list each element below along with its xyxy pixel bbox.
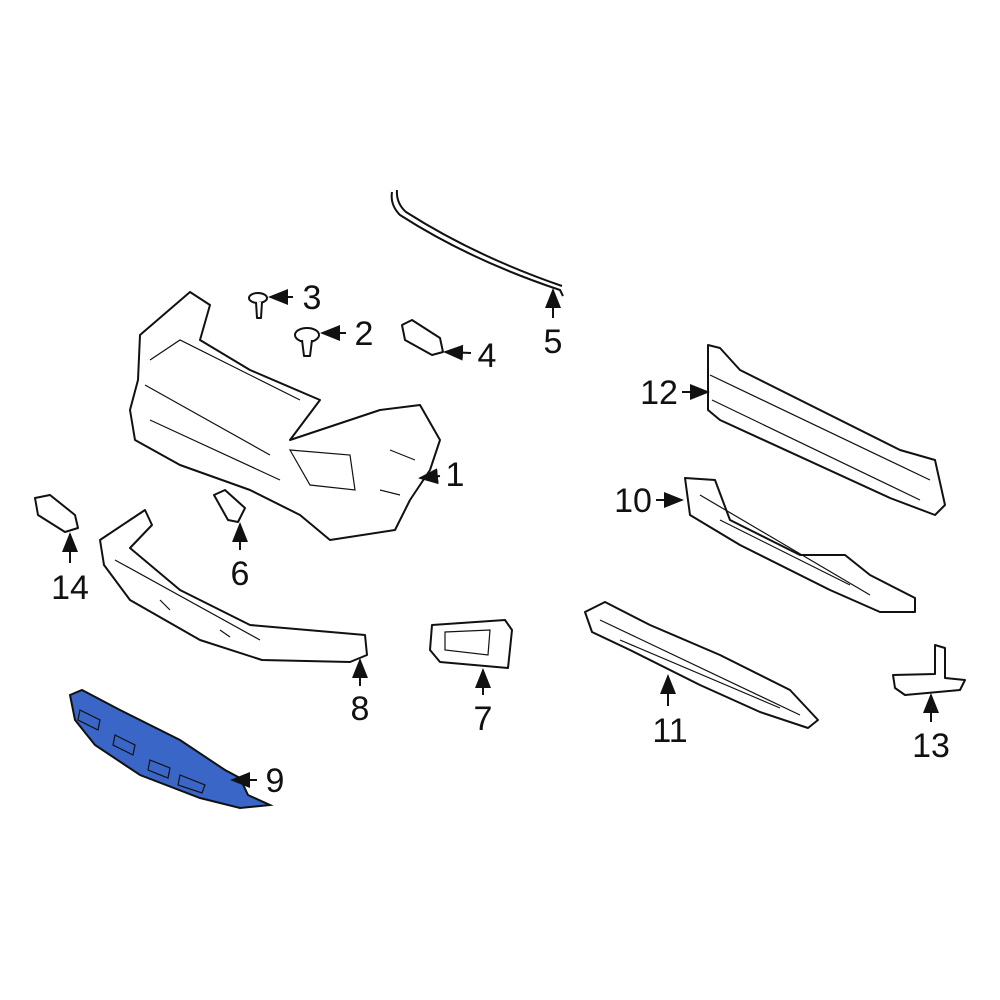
callout-4[interactable]: 4 xyxy=(478,337,497,375)
part-9-skid-plate[interactable] xyxy=(68,688,274,810)
callout-11[interactable]: 11 xyxy=(652,712,687,750)
callout-5[interactable]: 5 xyxy=(544,323,563,361)
callout-6[interactable]: 6 xyxy=(231,555,250,593)
part-10-energy-absorber[interactable] xyxy=(684,477,916,613)
part-14-side-bracket[interactable] xyxy=(34,494,79,533)
part-1-bumper-cover[interactable] xyxy=(129,291,441,541)
part-2-push-clip[interactable] xyxy=(294,327,320,357)
part-5-molding-strip[interactable] xyxy=(390,189,564,297)
callout-3[interactable]: 3 xyxy=(303,279,322,317)
part-8-lower-valance[interactable] xyxy=(99,509,368,663)
callout-12[interactable]: 12 xyxy=(640,374,678,412)
part-12-reinforcement-bar[interactable] xyxy=(707,344,946,516)
callout-7[interactable]: 7 xyxy=(474,700,493,738)
callout-10[interactable]: 10 xyxy=(614,482,652,520)
part-11-air-deflector[interactable] xyxy=(584,601,819,729)
callout-14[interactable]: 14 xyxy=(51,569,89,607)
callout-9[interactable]: 9 xyxy=(266,762,285,800)
callout-2[interactable]: 2 xyxy=(355,315,374,353)
part-13-mount-bracket[interactable] xyxy=(892,644,966,696)
part-3-screw[interactable] xyxy=(248,292,268,319)
callout-13[interactable]: 13 xyxy=(912,727,950,765)
part-4-bracket[interactable] xyxy=(401,319,444,356)
callout-8[interactable]: 8 xyxy=(351,690,370,728)
callout-arrows xyxy=(62,288,939,788)
callout-1[interactable]: 1 xyxy=(446,456,465,494)
callout-labels: 1 2 3 4 5 6 7 8 9 10 11 12 13 14 xyxy=(51,279,950,800)
part-6-bracket[interactable] xyxy=(213,489,246,523)
part-7-bezel[interactable] xyxy=(429,619,513,669)
